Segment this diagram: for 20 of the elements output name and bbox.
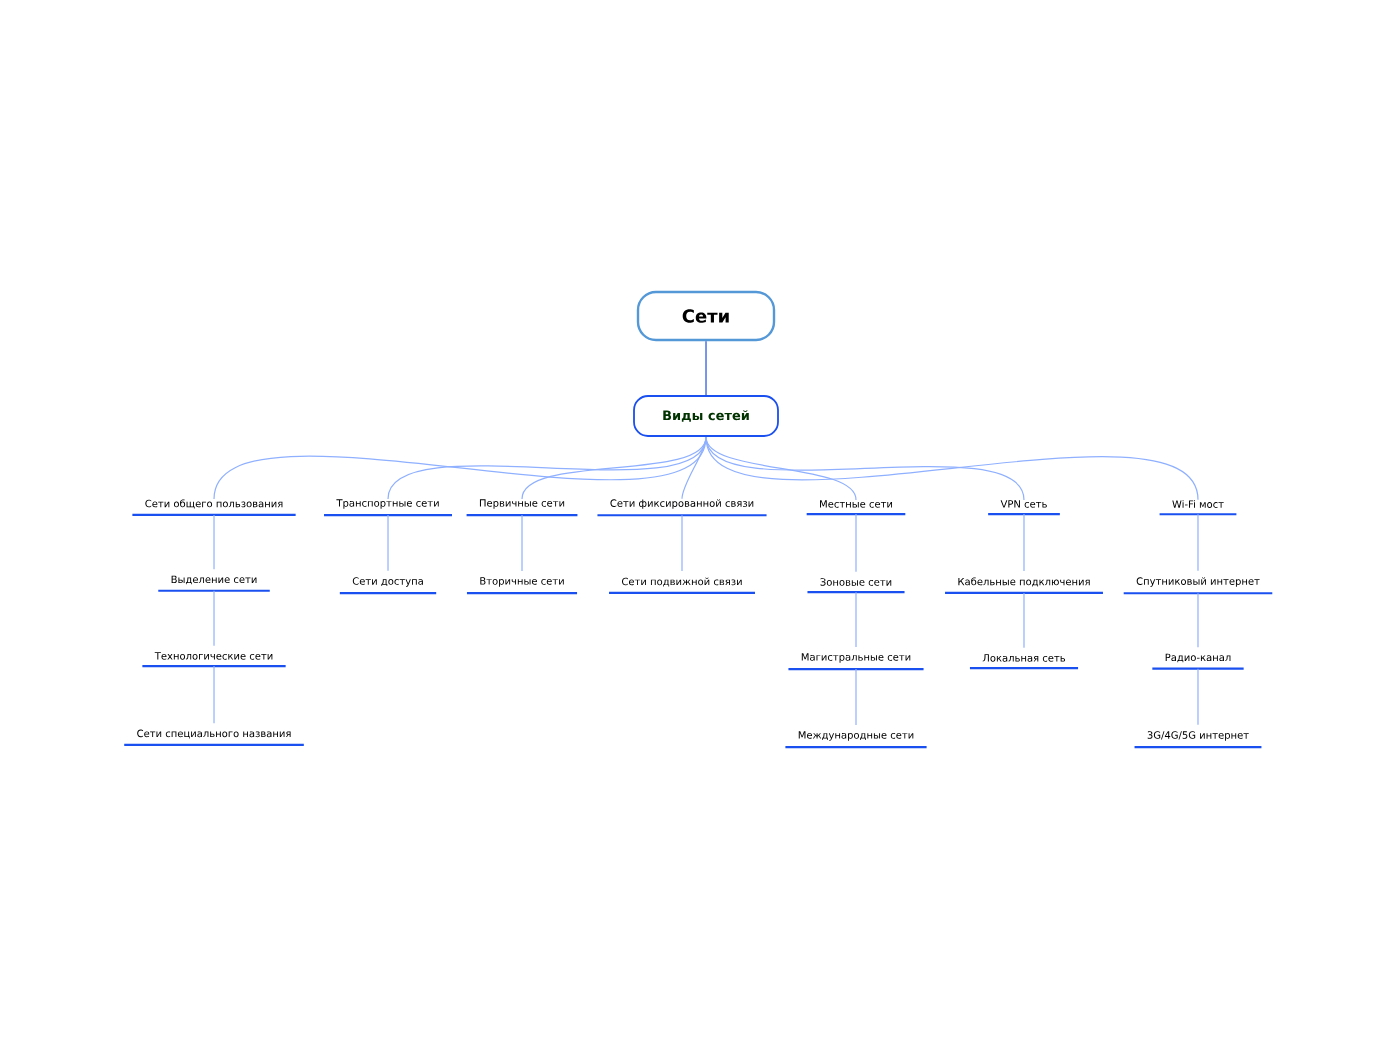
connector xyxy=(681,514,683,572)
connector xyxy=(1023,592,1025,649)
connector xyxy=(681,436,707,500)
connector xyxy=(855,668,857,726)
connector xyxy=(387,514,389,572)
connector xyxy=(213,514,215,570)
connector xyxy=(1197,592,1199,648)
connector xyxy=(855,513,857,573)
connector xyxy=(705,436,857,501)
connector xyxy=(213,665,215,724)
connector xyxy=(521,436,707,500)
connector xyxy=(1023,513,1025,572)
connector xyxy=(521,514,523,572)
root-topic-box: Сети xyxy=(636,290,776,342)
connector xyxy=(1197,668,1199,726)
connector xyxy=(1197,513,1199,572)
connector xyxy=(855,591,857,648)
connector xyxy=(705,340,707,396)
connector xyxy=(705,436,1199,501)
connector xyxy=(213,590,215,647)
